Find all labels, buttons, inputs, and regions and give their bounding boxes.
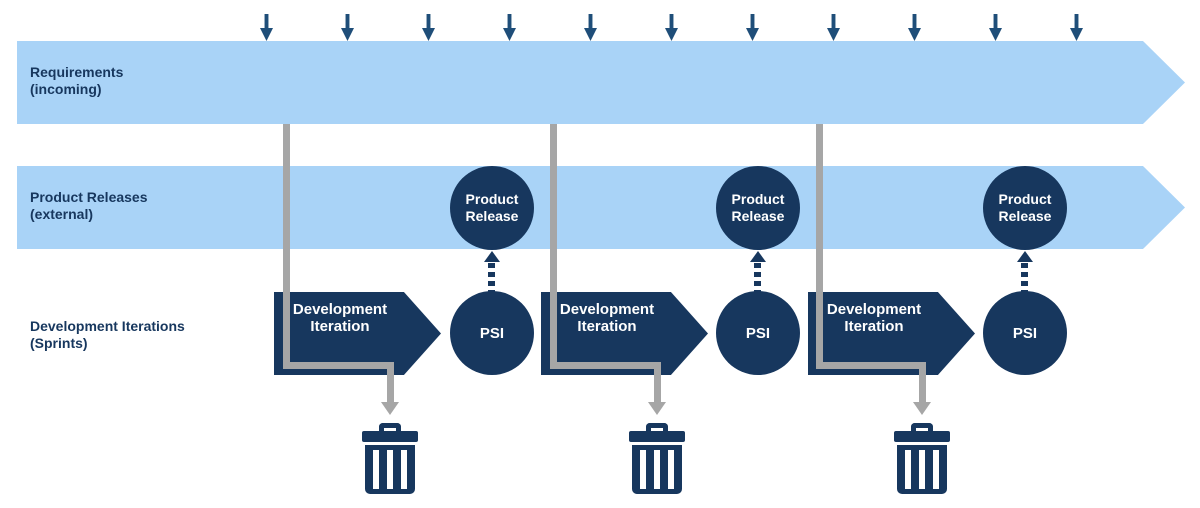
trash-handle xyxy=(911,423,933,435)
product-release-label-line1: Product xyxy=(465,191,519,207)
product-release-circle: Product Release xyxy=(983,166,1067,250)
psi-circle: PSI xyxy=(716,291,800,375)
trash-lid xyxy=(629,431,685,442)
requirements-band-label: Requirements (incoming) xyxy=(30,64,123,98)
product-release-label-line1: Product xyxy=(731,191,785,207)
discard-connector-line xyxy=(816,362,926,369)
psi-circle: PSI xyxy=(450,291,534,375)
psi-circle: PSI xyxy=(983,291,1067,375)
product-releases-band-label: Product Releases (external) xyxy=(30,189,148,223)
dashed-arrow-head xyxy=(484,251,500,262)
trash-lid xyxy=(894,431,950,442)
iteration-label-line2: Iteration xyxy=(844,318,904,335)
product-release-label-line2: Release xyxy=(731,208,785,224)
incoming-requirement-arrow-icon xyxy=(260,14,273,41)
trash-lid xyxy=(362,431,418,442)
product-release-label-line2: Release xyxy=(465,208,519,224)
trash-icon xyxy=(362,423,418,494)
incoming-requirement-arrow-icon xyxy=(665,14,678,41)
dashed-arrow-head xyxy=(1017,251,1033,262)
dashed-arrow-shaft xyxy=(488,263,495,293)
psi-label: PSI xyxy=(479,324,505,342)
product-release-circle: Product Release xyxy=(450,166,534,250)
discard-connector-line xyxy=(550,362,661,369)
incoming-requirement-arrow-icon xyxy=(341,14,354,41)
dashed-arrow-shaft xyxy=(754,263,761,293)
requirements-drop-line xyxy=(816,124,823,369)
discard-connector-drop xyxy=(387,362,394,404)
dashed-arrow-head xyxy=(750,251,766,262)
sprints-label-line2: (Sprints) xyxy=(30,335,88,351)
trash-body xyxy=(365,445,415,494)
incoming-requirement-arrow-icon xyxy=(422,14,435,41)
product-release-label-line1: Product xyxy=(998,191,1052,207)
trash-handle xyxy=(379,423,401,435)
dashed-arrow-up-icon xyxy=(750,251,766,293)
requirements-drop-line xyxy=(283,124,290,369)
incoming-requirement-arrow-icon xyxy=(584,14,597,41)
development-iterations-lane-label: Development Iterations (Sprints) xyxy=(30,318,185,352)
psi-label: PSI xyxy=(745,324,771,342)
product-releases-label-line1: Product Releases xyxy=(30,189,148,205)
incoming-requirement-arrow-icon xyxy=(989,14,1002,41)
incoming-requirement-arrow-icon xyxy=(746,14,759,41)
trash-handle xyxy=(646,423,668,435)
iteration-label-line1: Development xyxy=(826,301,922,318)
incoming-requirement-arrow-icon xyxy=(827,14,840,41)
requirements-label-line1: Requirements xyxy=(30,64,124,80)
iteration-label-line1: Development xyxy=(559,301,655,318)
development-iteration-arrow: Development Iteration xyxy=(274,292,441,375)
product-release-circle: Product Release xyxy=(716,166,800,250)
iteration-label-line2: Iteration xyxy=(310,318,370,335)
requirements-band: Requirements (incoming) xyxy=(17,41,1185,124)
development-iteration-arrow: Development Iteration xyxy=(541,292,708,375)
incoming-requirement-arrow-icon xyxy=(908,14,921,41)
trash-icon xyxy=(894,423,950,494)
development-iteration-label: Development Iteration xyxy=(808,301,940,335)
trash-icon xyxy=(629,423,685,494)
trash-body xyxy=(897,445,947,494)
requirements-label-line2: (incoming) xyxy=(30,81,102,97)
gray-arrow-down-icon xyxy=(648,402,666,415)
dashed-arrow-up-icon xyxy=(1017,251,1033,293)
sprints-label-line1: Development Iterations xyxy=(30,318,185,334)
product-release-label-line2: Release xyxy=(998,208,1052,224)
gray-arrow-down-icon xyxy=(381,402,399,415)
iteration-label-line2: Iteration xyxy=(577,318,637,335)
dashed-arrow-shaft xyxy=(1021,263,1028,293)
psi-label: PSI xyxy=(1012,324,1038,342)
gray-arrow-down-icon xyxy=(913,402,931,415)
discard-connector-line xyxy=(283,362,394,369)
development-iteration-label: Development Iteration xyxy=(541,301,673,335)
requirements-drop-line xyxy=(550,124,557,369)
iteration-label-line1: Development xyxy=(292,301,388,318)
discard-connector-drop xyxy=(919,362,926,404)
trash-body xyxy=(632,445,682,494)
discard-connector-drop xyxy=(654,362,661,404)
development-iteration-label: Development Iteration xyxy=(274,301,406,335)
incoming-requirement-arrow-icon xyxy=(1070,14,1083,41)
incoming-requirement-arrow-icon xyxy=(503,14,516,41)
dashed-arrow-up-icon xyxy=(484,251,500,293)
development-iteration-arrow: Development Iteration xyxy=(808,292,975,375)
product-releases-label-line2: (external) xyxy=(30,206,94,222)
